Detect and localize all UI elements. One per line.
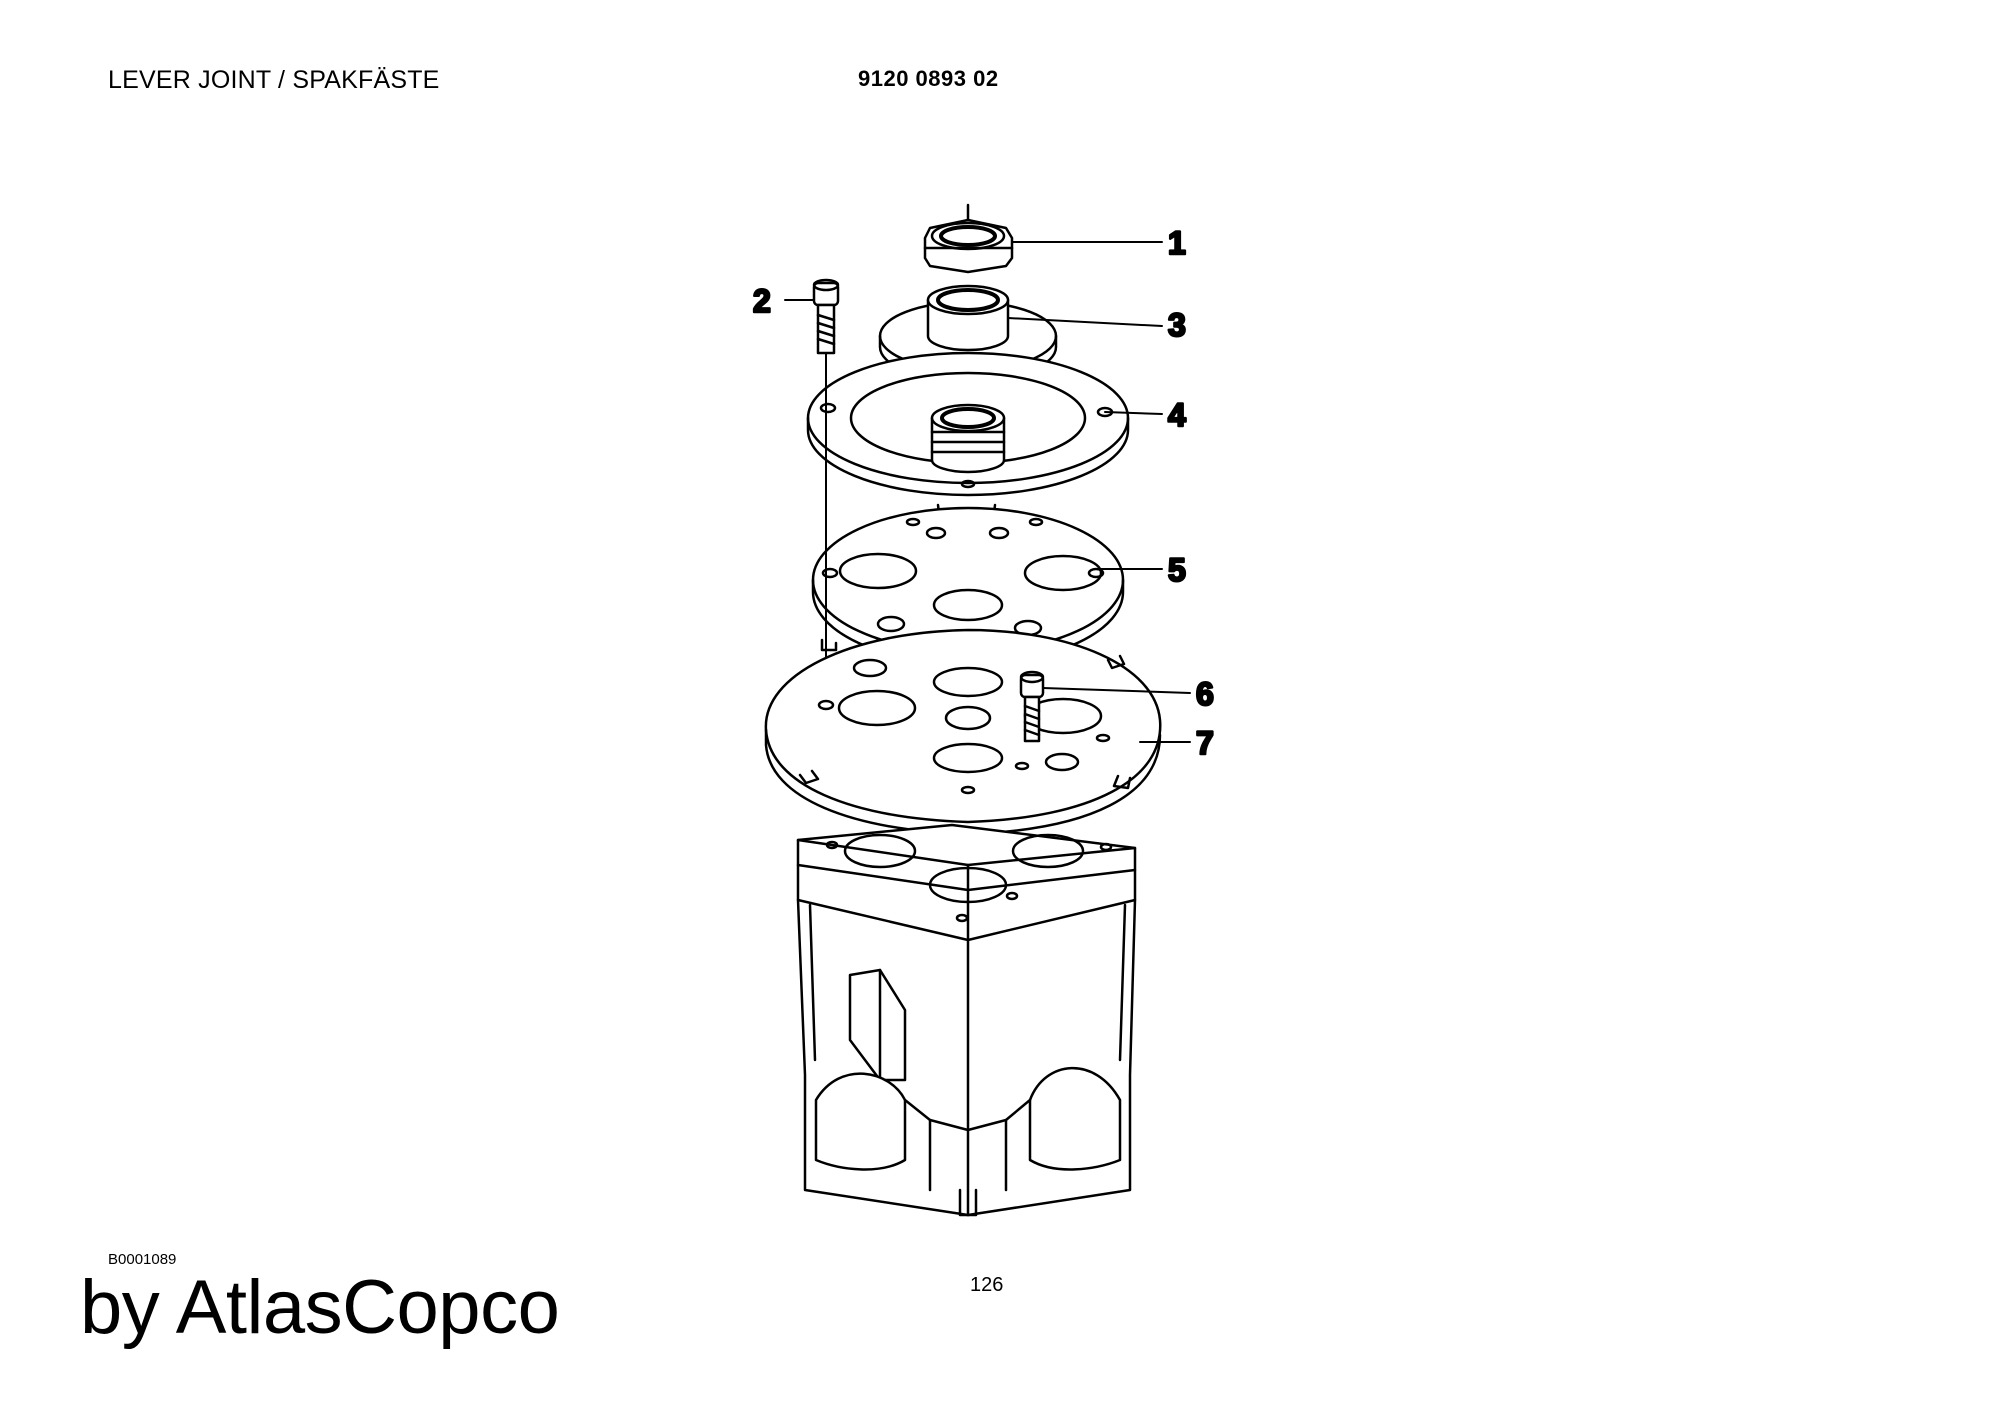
brand-footer: by AtlasCopco (80, 1265, 560, 1350)
callout-1: 1 (1168, 225, 1186, 261)
part-2-screw (812, 278, 840, 355)
part-4-cover-disc (806, 351, 1130, 497)
valve-housing (796, 823, 1137, 1217)
callout-4: 4 (1168, 397, 1186, 433)
page-number: 126 (970, 1274, 1004, 1296)
drawing-reference: B0001089 (108, 1251, 177, 1268)
callout-2: 2 (753, 283, 771, 319)
callout-7: 7 (1196, 725, 1214, 761)
page-title: LEVER JOINT / SPAKFÄSTE (108, 66, 440, 94)
callout-3: 3 (1168, 307, 1186, 343)
callout-6: 6 (1196, 676, 1214, 712)
part-1-nut (923, 203, 1014, 274)
callout-leaders (784, 241, 1191, 743)
part-7-gasket (764, 628, 1162, 836)
part-6-screw (1019, 670, 1045, 743)
callout-5: 5 (1168, 552, 1186, 588)
part-number: 9120 0893 02 (858, 66, 999, 91)
